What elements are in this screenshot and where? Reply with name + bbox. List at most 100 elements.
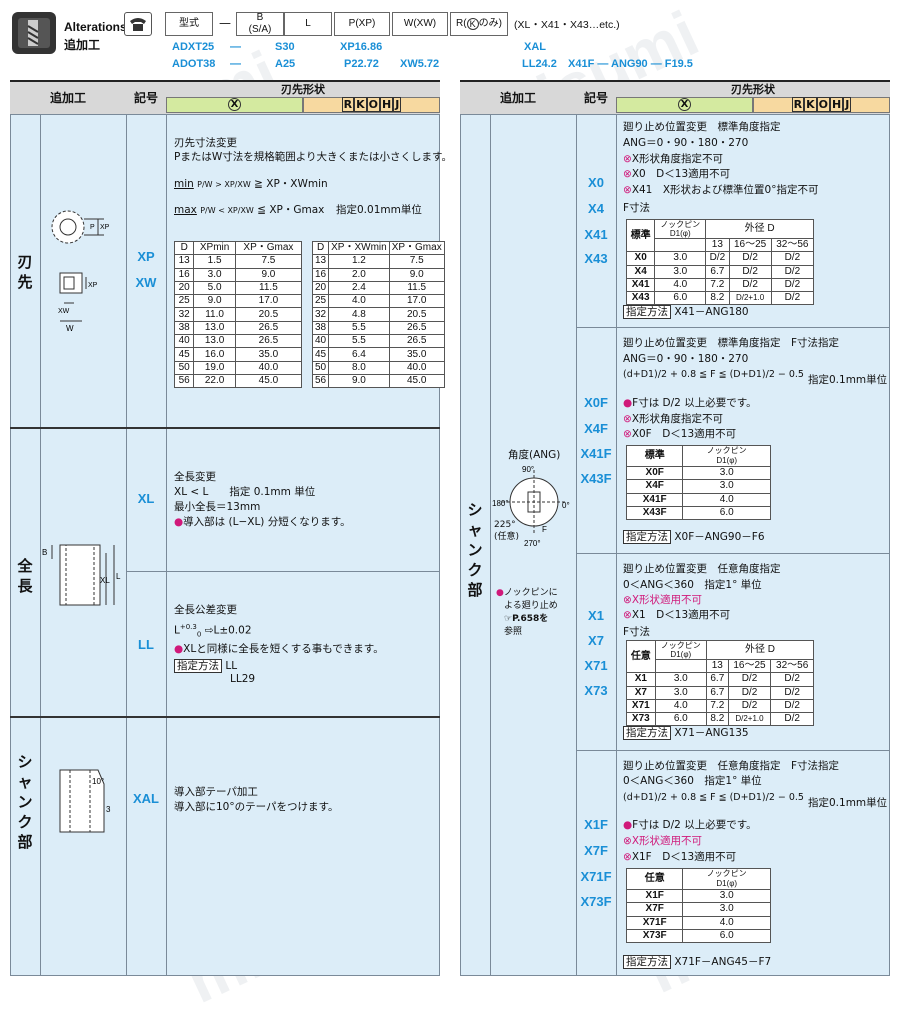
b2-note1: ⊗X形状角度指定不可	[623, 413, 724, 425]
length-diagram: B XL L	[42, 544, 121, 606]
angle-225: 225°	[494, 520, 516, 530]
p-box: P(XP)	[334, 12, 390, 36]
ll-line3: ●XLと同様に全長を短くする事もできます。	[174, 643, 384, 655]
xp-title: 刃先寸法変更	[174, 137, 237, 149]
b3-title: 廻り止め位置変更 任意角度指定	[623, 563, 781, 575]
right-header-shape: 刃先形状	[731, 83, 775, 96]
note-line3: ☞P.658を	[504, 614, 549, 624]
xp-desc: PまたはW寸法を規格範囲より大きくまたは小さくします。	[174, 151, 452, 163]
phone-icon	[124, 12, 152, 36]
b1-ang: ANG＝0・90・180・270	[623, 137, 749, 149]
b4-ang: 0＜ANG＜360 指定1° 単位	[623, 775, 762, 787]
row2-x41f: X41F — ANG90 — F19.5	[568, 58, 693, 70]
svg-text:90°: 90°	[522, 465, 534, 474]
b4-title: 廻り止め位置変更 任意角度指定 F寸法指定	[623, 760, 840, 772]
row2-model: ADOT38	[172, 58, 216, 70]
ll-title: 全長公差変更	[174, 604, 237, 616]
note-line1: ●ノックピンに	[496, 588, 558, 598]
row2-dash: —	[230, 58, 241, 70]
b3-spec: 指定方法 X71－ANG135	[623, 726, 749, 740]
left-header-symbol: 記号	[133, 91, 158, 105]
b4-note1: ⊗X形状適用不可	[623, 835, 703, 847]
svg-text:10°: 10°	[92, 777, 104, 786]
code-x41: X41	[584, 227, 608, 242]
b2-ang: ANG＝0・90・180・270	[623, 353, 749, 365]
left-header-shape: 刃先形状	[281, 83, 325, 96]
b2-unit: 指定0.1mm単位	[808, 374, 888, 386]
b1-spec: 指定方法 X41－ANG180	[623, 305, 749, 319]
svg-text:180°: 180°	[492, 499, 509, 508]
left-x-col: X	[166, 97, 303, 113]
tip-diagram: XP P XP XW W	[51, 210, 110, 333]
code-x0: X0	[588, 175, 604, 190]
right-x-col: X	[616, 97, 753, 113]
row1-model: ADXT25	[172, 41, 215, 53]
row1-xal: XAL	[524, 41, 546, 53]
code-x71: X71	[584, 658, 608, 673]
code-x0f: X0F	[584, 395, 608, 410]
b2-title: 廻り止め位置変更 標準角度指定 F寸法指定	[623, 337, 840, 349]
svg-text:3: 3	[106, 805, 111, 814]
title-jp: 追加工	[64, 38, 101, 52]
etc-note: (XL・X41・X43…etc.)	[514, 19, 620, 31]
xp-formula-min: min P/W > XP/XW ≧ XP・XWmin	[174, 178, 328, 190]
ll-example2: LL29	[230, 673, 256, 685]
row2-ll: LL24.2	[522, 58, 557, 70]
b3-note2: ⊗X1 D＜13適用不可	[623, 609, 731, 621]
xp-formula-max: max P/W < XP/XW ≦ XP・Gmax	[174, 204, 325, 216]
code-x4: X4	[588, 201, 604, 216]
code-x7: X7	[588, 633, 604, 648]
section-shank-right: シャンク部	[467, 501, 483, 599]
svg-text:P: P	[90, 224, 95, 231]
section-hasaki: 刃先	[17, 253, 33, 291]
row2-p: P22.72	[344, 58, 379, 70]
b1-title: 廻り止め位置変更 標準角度指定	[623, 121, 781, 133]
svg-text:L: L	[116, 572, 121, 581]
title-en: Alterations	[64, 20, 127, 34]
w-box: W(XW)	[392, 12, 448, 36]
svg-text:270°: 270°	[524, 539, 541, 548]
alterations-icon	[12, 12, 56, 54]
model-box: 型式	[165, 12, 213, 36]
xal-desc: 導入部に10°のテーパをつけます。	[174, 801, 339, 813]
b1-note2: ⊗X0 D＜13適用不可	[623, 168, 731, 180]
xl-title: 全長変更	[174, 471, 216, 483]
angle-diagram: 90° 180° 0° 270° F	[492, 465, 570, 548]
code-x43f: X43F	[580, 471, 612, 486]
code-x4f: X4F	[584, 421, 608, 436]
b1-note1: ⊗X形状角度指定不可	[623, 153, 724, 165]
xp-unit: 指定0.01mm単位	[336, 204, 422, 216]
angle-any: (任意)	[494, 532, 520, 542]
row1-b: S30	[275, 41, 295, 53]
code-x1: X1	[588, 608, 604, 623]
b4-note0: ●F寸は D/2 以上必要です。	[623, 819, 757, 831]
xl-line4: ●導入部は (L−XL) 分短くなります。	[174, 516, 351, 528]
xl-line2: XL < L 指定 0.1mm 単位	[174, 486, 316, 498]
svg-text:XW: XW	[58, 308, 70, 315]
svg-text:XP: XP	[88, 282, 98, 289]
b2-note0: ●F寸は D/2 以上必要です。	[623, 397, 757, 409]
note-line2: よる廻り止め	[504, 601, 558, 611]
b2-formula: (d+D1)/2 + 0.8 ≦ F ≦ (D+D1)/2 − 0.5	[623, 369, 804, 380]
b2-note2: ⊗X0F D＜13適用不可	[623, 428, 737, 440]
svg-text:W: W	[66, 324, 74, 333]
code-xal: XAL	[133, 791, 159, 806]
left-header-alter: 追加工	[49, 91, 86, 105]
row2-w: XW5.72	[400, 58, 440, 70]
code-ll: LL	[138, 637, 154, 652]
code-x1f: X1F	[584, 817, 608, 832]
code-x43: X43	[584, 251, 608, 266]
row1-dash: —	[230, 41, 241, 53]
code-x71f: X71F	[580, 869, 612, 884]
taper-diagram: 10° 3	[59, 769, 111, 833]
svg-text:XL: XL	[100, 576, 110, 585]
code-x41f: X41F	[580, 446, 612, 461]
b3-note1: ⊗X形状適用不可	[623, 594, 703, 606]
l-box: L	[284, 12, 332, 36]
